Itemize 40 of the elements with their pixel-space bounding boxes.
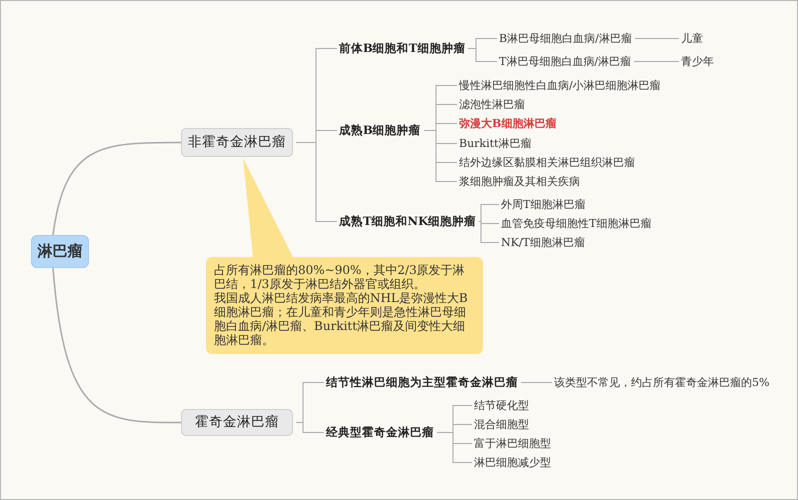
- main-topic-box: 霍奇金淋巴瘤: [181, 408, 293, 436]
- topic-label: 慢性淋巴细胞性白血病/小淋巴细胞淋巴瘤: [459, 78, 661, 93]
- topic-label: T淋巴母细胞白血病/淋巴瘤: [499, 54, 632, 69]
- topic-label: 成熟T细胞和NK细胞肿瘤: [339, 214, 476, 229]
- topic-label: 淋巴细胞减少型: [474, 455, 551, 470]
- topic-label: 该类型不常见，约占所有霍奇金淋巴瘤的5%: [554, 375, 770, 390]
- topic-label: 外周T细胞淋巴瘤: [501, 197, 586, 212]
- connector-line: [296, 422, 324, 433]
- connector-line: [520, 382, 552, 383]
- topic-label: 弥漫大B细胞淋巴瘤: [459, 116, 556, 131]
- connector-line: [424, 130, 458, 182]
- topic-label: 儿童: [681, 31, 703, 46]
- connector-line: [436, 432, 472, 463]
- topic-label: 浆细胞肿瘤及其相关疾病: [459, 174, 580, 189]
- root-topic-box: 淋巴瘤: [31, 234, 89, 268]
- callout-pointer: [243, 158, 293, 257]
- main-topic-box: 非霍奇金淋巴瘤: [181, 128, 293, 156]
- topic-label: 青少年: [681, 54, 714, 69]
- connector-line: [52, 142, 181, 236]
- connector-line: [634, 61, 680, 62]
- topic-label: 结外边缘区黏膜相关淋巴组织淋巴瘤: [459, 155, 635, 170]
- connector-line: [634, 38, 680, 39]
- topic-label: Burkitt淋巴瘤: [459, 136, 532, 151]
- topic-label: B淋巴母细胞白血病/淋巴瘤: [499, 31, 632, 46]
- topic-label: 血管免疫母细胞性T细胞淋巴瘤: [501, 216, 652, 231]
- topic-label: NK/T细胞淋巴瘤: [501, 235, 585, 250]
- topic-label: 结节硬化型: [474, 398, 529, 413]
- connector-line: [468, 48, 498, 62]
- connector-line: [478, 221, 500, 243]
- connector-line: [296, 142, 338, 222]
- topic-label: 成熟B细胞肿瘤: [339, 123, 421, 138]
- connector-line: [478, 204, 500, 222]
- topic-label: 前体B细胞和T细胞肿瘤: [339, 41, 466, 56]
- topic-label: 滤泡性淋巴瘤: [459, 97, 525, 112]
- topic-label: 富于淋巴细胞型: [474, 436, 551, 451]
- topic-label: 结节性淋巴细胞为主型霍奇金淋巴瘤: [326, 375, 518, 390]
- connector-line: [478, 221, 500, 224]
- topic-label: 混合细胞型: [474, 417, 529, 432]
- topic-label: 经典型霍奇金淋巴瘤: [326, 425, 434, 440]
- connector-line: [52, 268, 181, 424]
